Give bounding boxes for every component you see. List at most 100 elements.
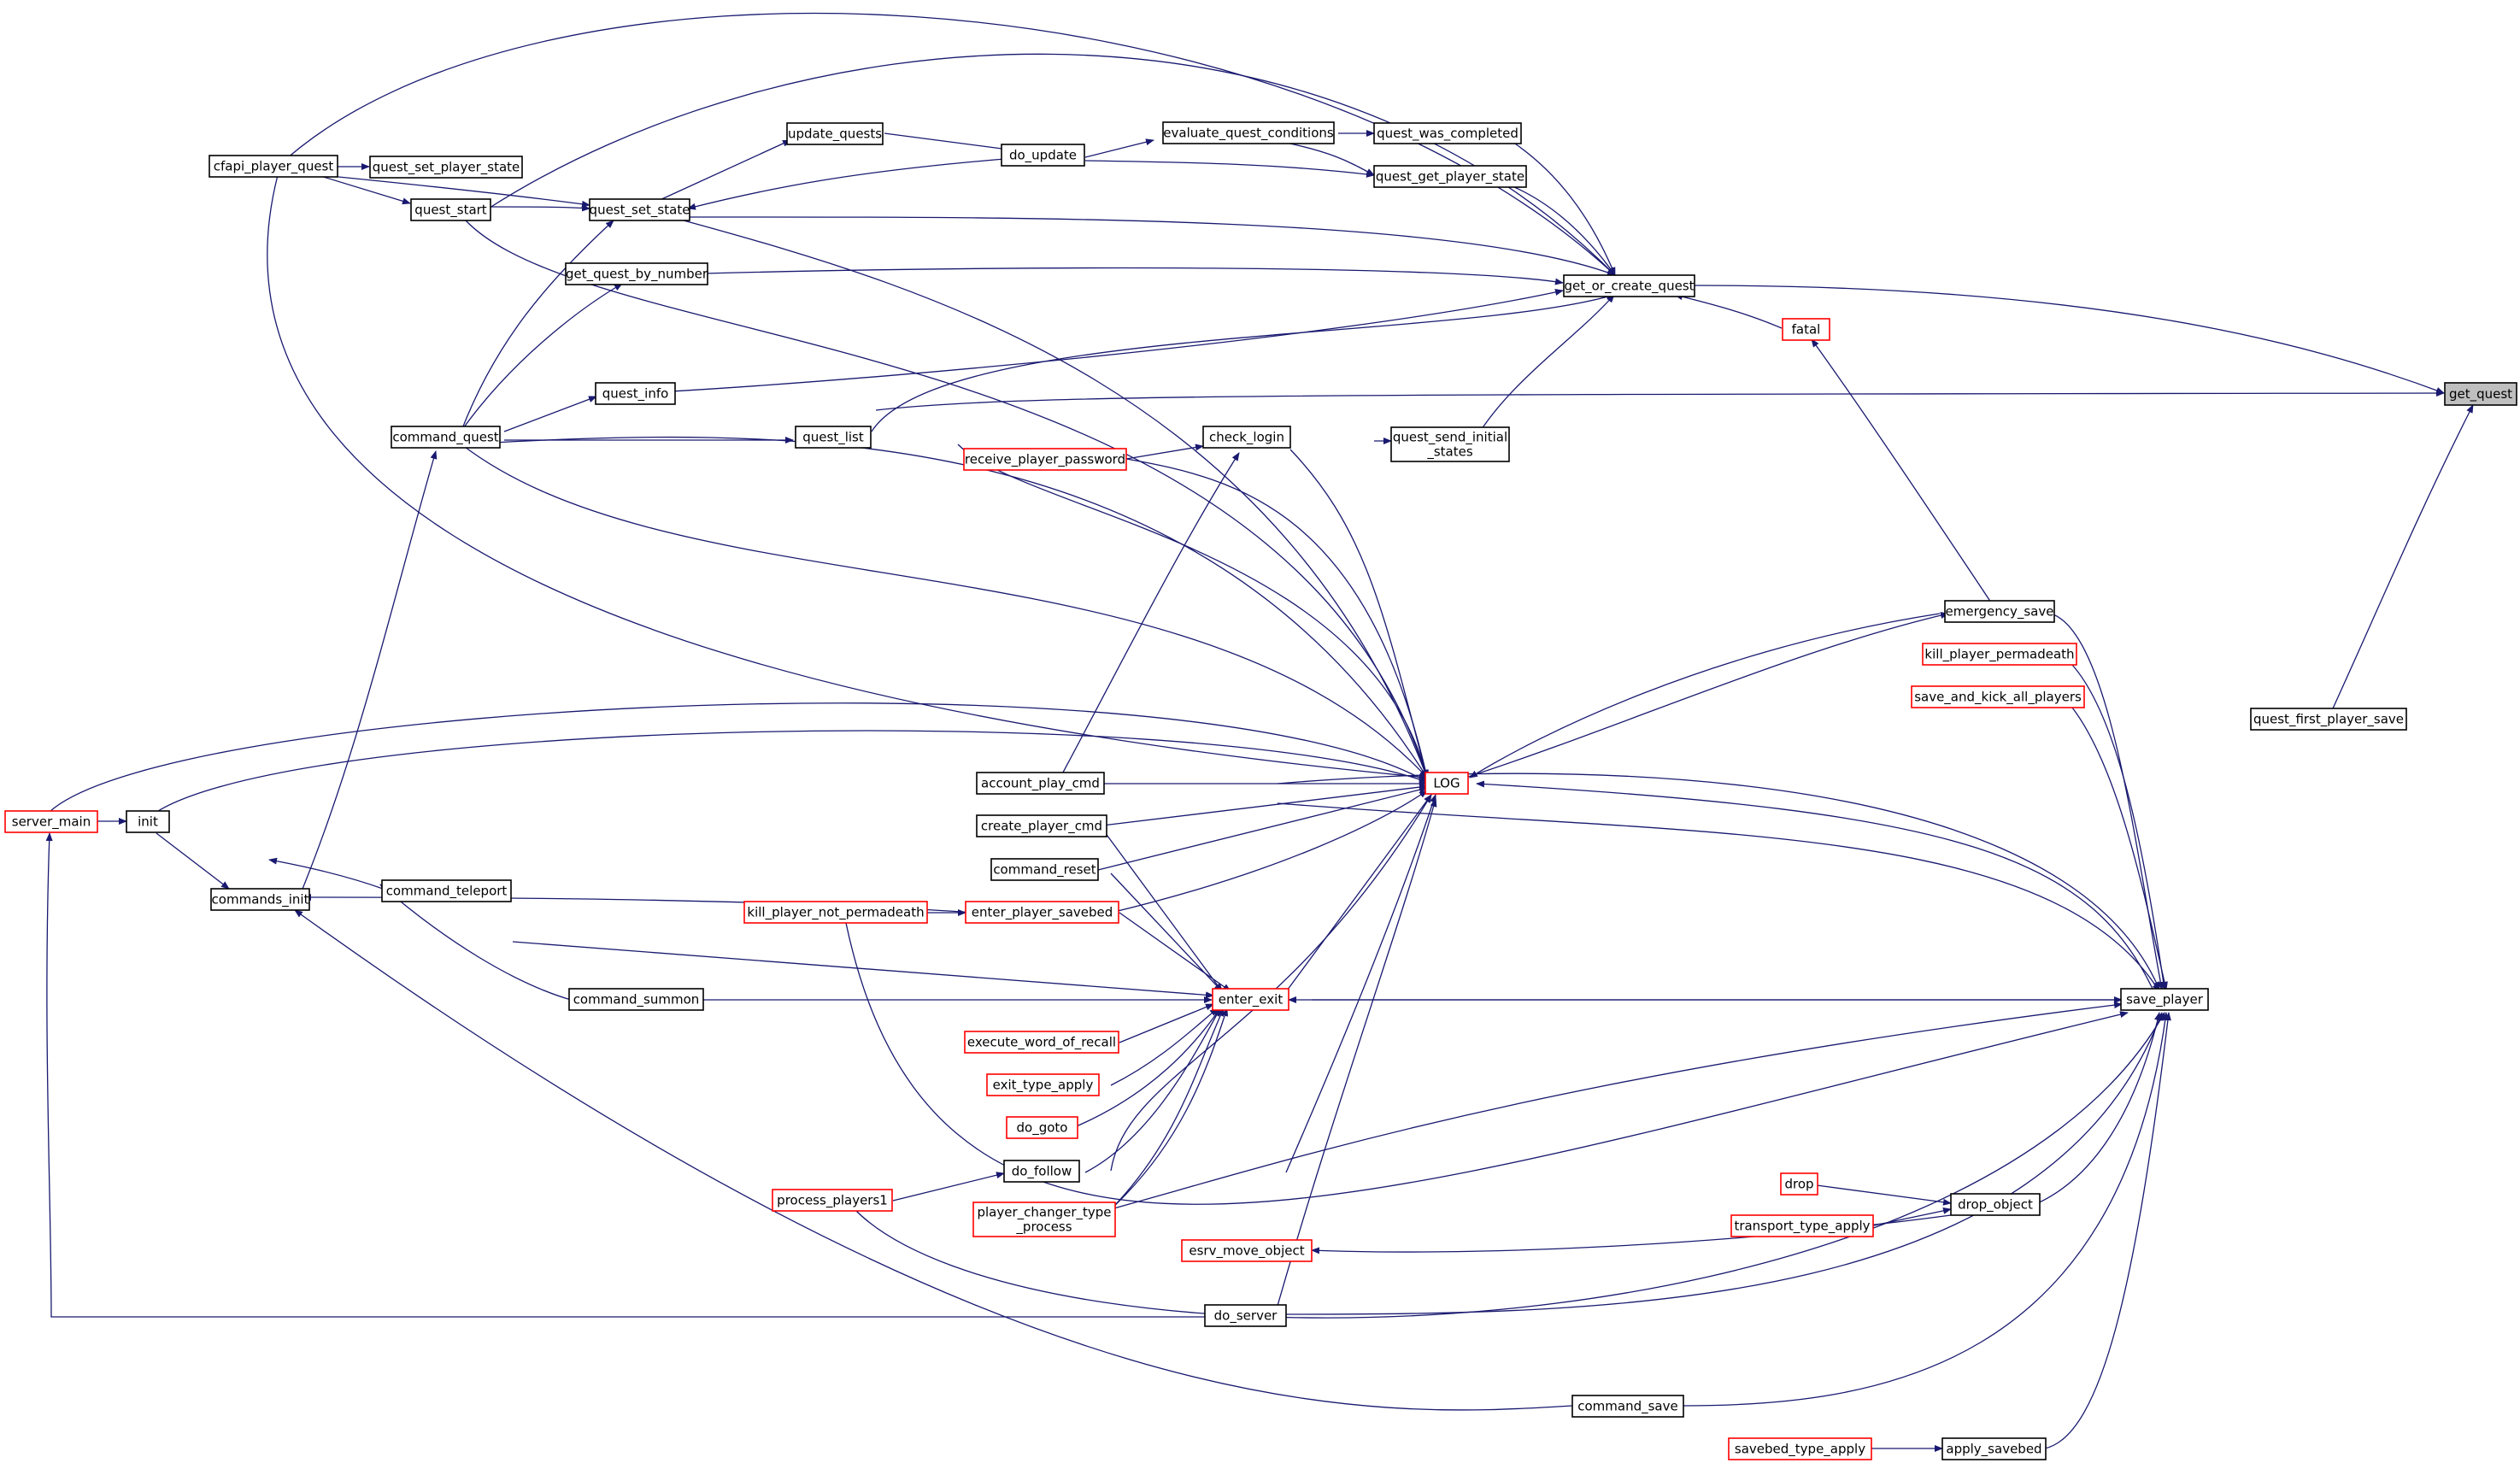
node-quest-set-player-state[interactable]: quest_set_player_state (369, 156, 523, 179)
edge (294, 909, 1573, 1411)
node-quest-info[interactable]: quest_info (595, 382, 676, 405)
node-save-and-kick-all-players[interactable]: save_and_kick_all_players (1911, 685, 2085, 708)
edge (1119, 1003, 1214, 1043)
node-get-quest-by-number[interactable]: get_quest_by_number (565, 262, 708, 285)
node-init[interactable]: init (126, 810, 170, 833)
node-label: enter_exit (1219, 992, 1283, 1008)
node-emergency-save[interactable]: emergency_save (1944, 600, 2055, 623)
node-create-player-cmd[interactable]: create_player_cmd (976, 814, 1107, 837)
node-quest-list[interactable]: quest_list (795, 426, 872, 449)
node-receive-player-password[interactable]: receive_player_password (963, 448, 1127, 471)
node-quest-get-player-state[interactable]: quest_get_player_state (1373, 165, 1527, 188)
node-transport-type-apply[interactable]: transport_type_apply (1730, 1214, 1874, 1237)
node-fatal[interactable]: fatal (1782, 318, 1830, 341)
node-apply-savebed[interactable]: apply_savebed (1941, 1437, 2047, 1460)
node-drop[interactable]: drop (1780, 1172, 1818, 1196)
node-label: get_quest_by_number (566, 267, 708, 283)
node-label: command_summon (573, 992, 700, 1008)
edge (465, 220, 1429, 779)
node-box (209, 155, 338, 178)
edge (268, 857, 384, 890)
node-savebed-type-apply[interactable]: savebed_type_apply (1728, 1437, 1872, 1460)
node-server-main[interactable]: server_main (4, 810, 98, 833)
node-label: commands_init (212, 892, 309, 908)
node-box (2120, 988, 2209, 1011)
node-box (1373, 122, 1522, 144)
node-process-players1[interactable]: process_players1 (772, 1189, 893, 1212)
node-evaluate-quest-conditions[interactable]: evaluate_quest_conditions (1162, 121, 1335, 144)
node-quest-set-state[interactable]: quest_set_state (589, 198, 690, 221)
node-drop-object[interactable]: drop_object (1950, 1193, 2041, 1216)
node-box (1006, 1116, 1078, 1139)
edge (1084, 138, 1154, 158)
node-execute-word-of-recall[interactable]: execute_word_of_recall (964, 1031, 1119, 1054)
node-label: execute_word_of_recall (967, 1035, 1116, 1051)
node-commands-init[interactable]: commands_init (210, 888, 310, 911)
edge (267, 174, 1428, 781)
node-cfapi-player-quest[interactable]: cfapi_player_quest (209, 155, 338, 178)
node-command-save[interactable]: command_save (1571, 1395, 1684, 1418)
node-update-quests[interactable]: update_quests (786, 122, 884, 145)
node-exit-type-apply[interactable]: exit_type_apply (986, 1073, 1100, 1096)
edge (1683, 1012, 2169, 1407)
edge (277, 12, 1616, 276)
node-label: esrv_move_object (1189, 1243, 1304, 1260)
node-label: apply_savebed (1946, 1442, 2041, 1458)
node-quest-was-completed[interactable]: quest_was_completed (1373, 122, 1522, 144)
node-player-changer-type-process[interactable]: player_changer_type_process (972, 1202, 1116, 1237)
node-label: get_quest (2449, 386, 2512, 402)
node-check-login[interactable]: check_login (1202, 426, 1291, 449)
edge (317, 174, 411, 205)
node-label: quest_info (602, 386, 669, 402)
node-label: _process (1015, 1219, 1072, 1236)
edges-layer (45, 12, 2474, 1452)
node-quest-send-initial-states[interactable]: quest_send_initial_states (1390, 426, 1510, 462)
node-LOG[interactable]: LOG (1424, 772, 1469, 795)
node-account-play-cmd[interactable]: account_play_cmd (976, 772, 1105, 795)
edge (461, 444, 1428, 779)
node-label: server_main (12, 814, 91, 831)
node-box (786, 122, 884, 145)
edge (503, 396, 597, 432)
node-label: command_quest (392, 430, 498, 446)
node-quest-first-player-save[interactable]: quest_first_player_save (2250, 708, 2407, 731)
node-box (772, 1189, 893, 1212)
node-kill-player-not-permadeath[interactable]: kill_player_not_permadeath (743, 901, 928, 924)
edge (1279, 794, 1432, 1001)
node-do-follow[interactable]: do_follow (1003, 1160, 1080, 1183)
node-enter-exit[interactable]: enter_exit (1212, 988, 1289, 1011)
node-command-reset[interactable]: command_reset (990, 858, 1099, 881)
node-save-player[interactable]: save_player (2120, 988, 2209, 1011)
edge (845, 922, 2129, 1205)
node-quest-start[interactable]: quest_start (410, 198, 491, 221)
node-get-or-create-quest[interactable]: get_or_create_quest (1563, 274, 1695, 297)
node-command-summon[interactable]: command_summon (568, 988, 704, 1011)
edge (875, 390, 2445, 411)
edge (461, 283, 623, 432)
node-box (1782, 318, 1830, 341)
node-enter-player-savebed[interactable]: enter_player_savebed (965, 901, 1119, 924)
node-esrv-move-object[interactable]: esrv_move_object (1181, 1239, 1313, 1262)
node-box (595, 382, 676, 405)
node-kill-player-permadeath[interactable]: kill_player_permadeath (1922, 643, 2077, 666)
edge (1811, 338, 1992, 603)
node-box (568, 988, 704, 1011)
edge (1277, 773, 2160, 990)
node-do-update[interactable]: do_update (1001, 144, 1085, 167)
edge (1285, 794, 1436, 1173)
edge (1512, 141, 1616, 276)
edge (1125, 458, 1429, 779)
node-label: receive_player_password (965, 452, 1125, 468)
edge (1465, 612, 1949, 779)
node-do-server[interactable]: do_server (1204, 1304, 1287, 1327)
edge (655, 289, 1564, 393)
node-command-quest[interactable]: command_quest (391, 426, 501, 449)
node-label: check_login (1209, 430, 1284, 446)
node-box (589, 198, 690, 221)
node-label: _states (1426, 444, 1472, 461)
node-label: quest_list (802, 430, 864, 446)
node-box (391, 426, 501, 449)
node-label: account_play_cmd (981, 776, 1100, 792)
node-do-goto[interactable]: do_goto (1006, 1116, 1078, 1139)
node-command-teleport[interactable]: command_teleport (381, 879, 512, 902)
